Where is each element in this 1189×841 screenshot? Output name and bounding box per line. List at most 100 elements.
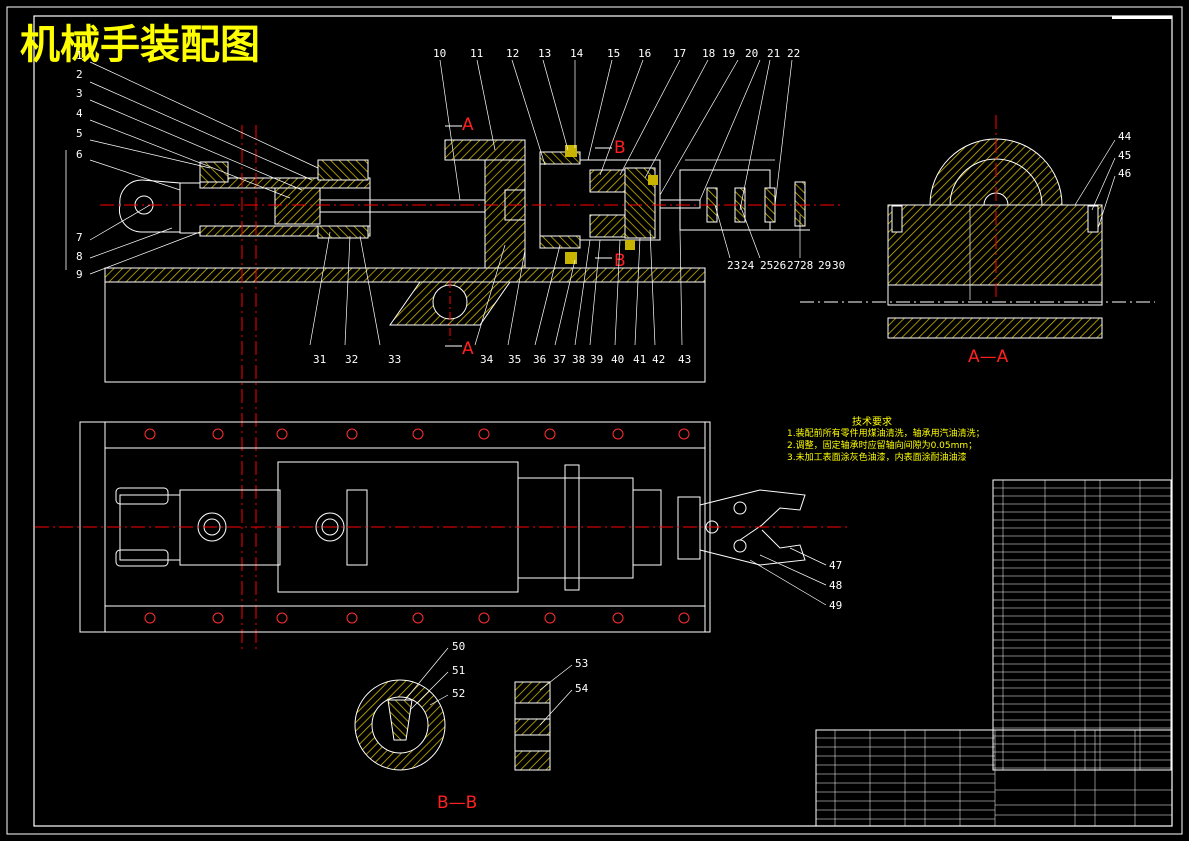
callout-24: 24	[741, 259, 755, 272]
cylinder-cap-low	[317, 225, 369, 239]
aa-leader-45	[1091, 157, 1116, 211]
callout-8: 8	[76, 250, 83, 263]
callout-21: 21	[767, 47, 780, 60]
bolt-4	[625, 240, 635, 250]
callout-52: 52	[452, 687, 465, 700]
part-leader-53	[539, 664, 573, 691]
outer-frame	[6, 6, 1183, 835]
cylinder-wall-bottom	[199, 225, 371, 237]
bolt-hole-icon	[346, 428, 358, 440]
callout-51: 51	[452, 664, 465, 677]
bolt-hole-icon	[478, 612, 490, 624]
aa-leader-44	[1074, 139, 1116, 206]
plan-view: 47 48 49	[35, 421, 850, 633]
callout-32: 32	[345, 353, 358, 366]
bolt-hole-icon	[144, 612, 156, 624]
bolt-hole-icon	[612, 428, 624, 440]
plan-finger-upper	[699, 489, 806, 541]
aa-bolt-left	[891, 205, 903, 233]
callout-38: 38	[572, 353, 585, 366]
callout-5: 5	[76, 127, 83, 140]
gripper-rod	[659, 199, 701, 209]
bolt-hole-icon	[144, 428, 156, 440]
bolt-2	[565, 252, 577, 264]
piston-rod	[319, 199, 486, 213]
clevis-ear	[118, 179, 181, 233]
marker-a-bottom: A	[462, 339, 474, 359]
plan-leader-47	[789, 547, 827, 566]
callout-39: 39	[590, 353, 603, 366]
callout-35: 35	[508, 353, 521, 366]
bolt-hole-icon	[678, 612, 690, 624]
title-block-frame	[815, 729, 1173, 827]
inner-frame	[33, 15, 1173, 827]
plan-bolt-holes	[144, 428, 690, 624]
bolt-hole-icon	[276, 612, 288, 624]
piston	[274, 187, 321, 225]
callout-19: 19	[722, 47, 735, 60]
callout-1: 1	[76, 49, 83, 62]
aa-base	[887, 204, 1103, 286]
bolt-hole-icon	[276, 428, 288, 440]
callout-7: 7	[76, 231, 83, 244]
main-view: A A B B	[65, 115, 840, 650]
aa-bolt-right	[1087, 205, 1099, 233]
callout-44: 44	[1118, 130, 1132, 143]
callout-3: 3	[76, 87, 83, 100]
marker-b-bottom: B	[614, 251, 626, 271]
callout-30: 30	[832, 259, 845, 272]
section-bb-view: 50 51 52 B—B	[354, 640, 477, 813]
callout-47: 47	[829, 559, 842, 572]
part-leader-54	[539, 689, 573, 726]
plan-flange	[517, 477, 634, 579]
marker-a-top: A	[462, 115, 474, 135]
callout-4: 4	[76, 107, 83, 120]
base-lower	[104, 281, 706, 383]
rotary-core-bottom	[589, 214, 631, 238]
plan-pin-2	[315, 512, 345, 542]
tech-item-2: 2.调整，固定轴承时应留轴向间隙为0.05mm；	[787, 439, 977, 451]
part-detail: 53 54	[514, 657, 589, 771]
callout-43: 43	[678, 353, 691, 366]
callout-18: 18	[702, 47, 715, 60]
callout-20: 20	[745, 47, 758, 60]
aa-plinth	[887, 284, 1103, 306]
plan-base-inner	[104, 421, 706, 633]
tech-item-3: 3.未加工表面涂灰色油漆，内表面涂耐油油漆	[787, 451, 967, 463]
plan-wrist	[677, 496, 701, 560]
rotary-core-top	[589, 169, 631, 193]
bolt-hole-icon	[544, 612, 556, 624]
bb-wedge	[387, 699, 413, 741]
cylinder-cap	[317, 159, 369, 181]
title-block	[815, 729, 1173, 827]
callout-50: 50	[452, 640, 465, 653]
callout-46: 46	[1118, 167, 1131, 180]
callout-31: 31	[313, 353, 326, 366]
callout-17: 17	[673, 47, 686, 60]
plan-yoke-bot	[115, 549, 169, 567]
callout-22: 22	[787, 47, 800, 60]
bolt-hole-icon	[212, 428, 224, 440]
bolt-hole-icon	[346, 612, 358, 624]
callout-34: 34	[480, 353, 494, 366]
callouts-bottom: 31 32 33 34 35 36 37 38 39 40 41 42 43	[313, 353, 691, 366]
callout-26: 26	[773, 259, 786, 272]
callout-41: 41	[633, 353, 646, 366]
bolt-hole-icon	[212, 612, 224, 624]
callout-9: 9	[76, 268, 83, 281]
callout-6: 6	[76, 148, 83, 161]
callout-36: 36	[533, 353, 546, 366]
bolt-hole-icon	[544, 428, 556, 440]
callout-40: 40	[611, 353, 624, 366]
parts-list	[992, 479, 1172, 771]
plan-joint-2	[733, 539, 747, 553]
marker-b-top: B	[614, 138, 626, 158]
bolt-hole-icon	[478, 428, 490, 440]
tech-title: 技术要求	[852, 415, 892, 428]
bolt-3	[648, 175, 658, 185]
bolt-hole-icon	[412, 428, 424, 440]
plan-finger-lower	[699, 529, 806, 566]
callout-33: 33	[388, 353, 401, 366]
part-gap-2	[514, 734, 551, 752]
callouts-left: 1 2 3 4 5 6 7 8 9	[76, 49, 83, 281]
